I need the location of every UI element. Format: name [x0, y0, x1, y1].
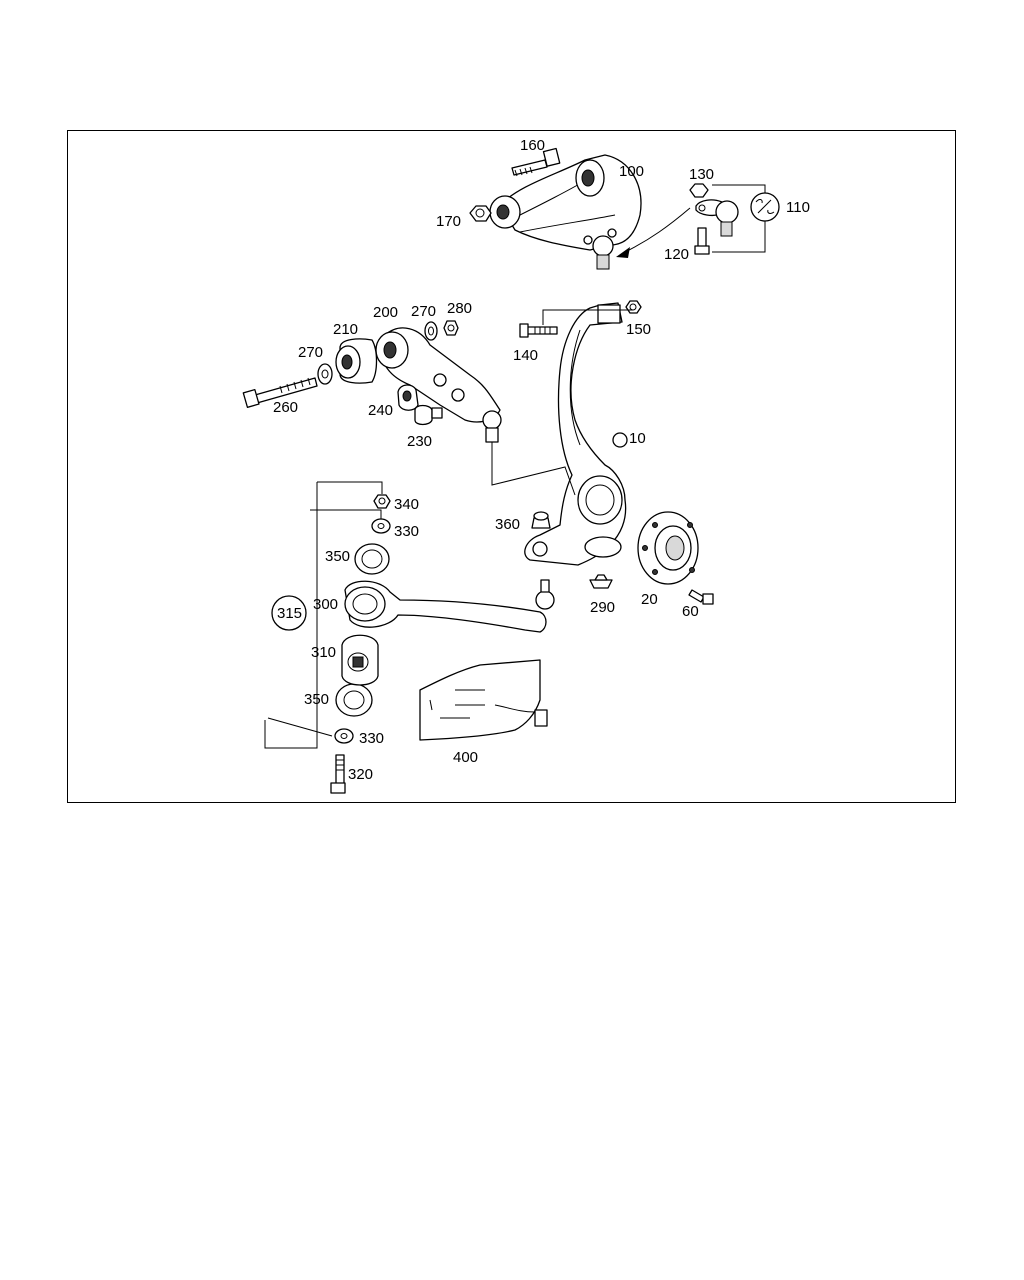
callout-310: 310 [311, 644, 336, 661]
callout-170: 170 [436, 213, 461, 230]
underbody-shield [419, 659, 548, 741]
arrow-head [616, 247, 630, 258]
nut-280 [443, 320, 459, 336]
ball-joint-kit-110 [689, 183, 780, 255]
nut-150 [625, 300, 642, 314]
bolt-140 [519, 323, 558, 338]
callout-300: 300 [313, 596, 338, 613]
callout-330-lower: 330 [359, 730, 384, 747]
lower-control-arm [344, 579, 555, 633]
nut-290 [589, 574, 613, 589]
bolt-320 [330, 754, 346, 794]
callout-230: 230 [407, 433, 432, 450]
callout-270-lower: 270 [298, 344, 323, 361]
callout-330-upper: 330 [394, 523, 419, 540]
diagram-frame [67, 130, 956, 803]
callout-320: 320 [348, 766, 373, 783]
bushing-350 [335, 543, 390, 717]
callout-315: 315 [277, 605, 302, 622]
callout-290: 290 [590, 599, 615, 616]
callout-240: 240 [368, 402, 393, 419]
callout-10: 10 [629, 430, 646, 447]
callout-100: 100 [619, 163, 644, 180]
callout-340: 340 [394, 496, 419, 513]
steering-knuckle [524, 302, 628, 566]
callout-20: 20 [641, 591, 658, 608]
bushing-240 [397, 384, 419, 411]
callout-150: 150 [626, 321, 651, 338]
bushing-310 [341, 634, 379, 686]
wheel-hub [637, 511, 699, 585]
tension-strut-arm [375, 327, 502, 455]
assembly-arrow [622, 207, 691, 254]
callout-60: 60 [682, 603, 699, 620]
callout-110: 110 [786, 199, 810, 216]
upper-control-arm [489, 154, 642, 270]
callout-350-upper: 350 [325, 548, 350, 565]
leader-140-150 [542, 309, 633, 325]
callout-120: 120 [664, 246, 689, 263]
washer-270 [317, 321, 438, 385]
bolt-260 [242, 377, 318, 408]
callout-200: 200 [373, 304, 398, 321]
callout-350-lower: 350 [304, 691, 329, 708]
callout-210: 210 [333, 321, 358, 338]
nut-360 [531, 511, 551, 529]
callout-270-upper: 270 [411, 303, 436, 320]
bolt-160 [511, 147, 561, 177]
bolt-60 [688, 589, 714, 605]
callout-130: 130 [689, 166, 714, 183]
callout-labels: 160 100 130 110 170 120 200 270 280 210 … [273, 137, 810, 783]
washer-330 [334, 518, 391, 744]
bushing-210 [335, 338, 378, 384]
callout-400: 400 [453, 749, 478, 766]
callout-280: 280 [447, 300, 472, 317]
nut-170 [469, 205, 492, 222]
nut-340 [373, 494, 391, 509]
leader-200-to-knuckle [491, 455, 576, 496]
callout-140: 140 [513, 347, 538, 364]
callout-360: 360 [495, 516, 520, 533]
bushing-230 [414, 404, 443, 426]
callout-160: 160 [520, 137, 545, 154]
kit-315-bracket [264, 481, 383, 749]
callout-260: 260 [273, 399, 298, 416]
